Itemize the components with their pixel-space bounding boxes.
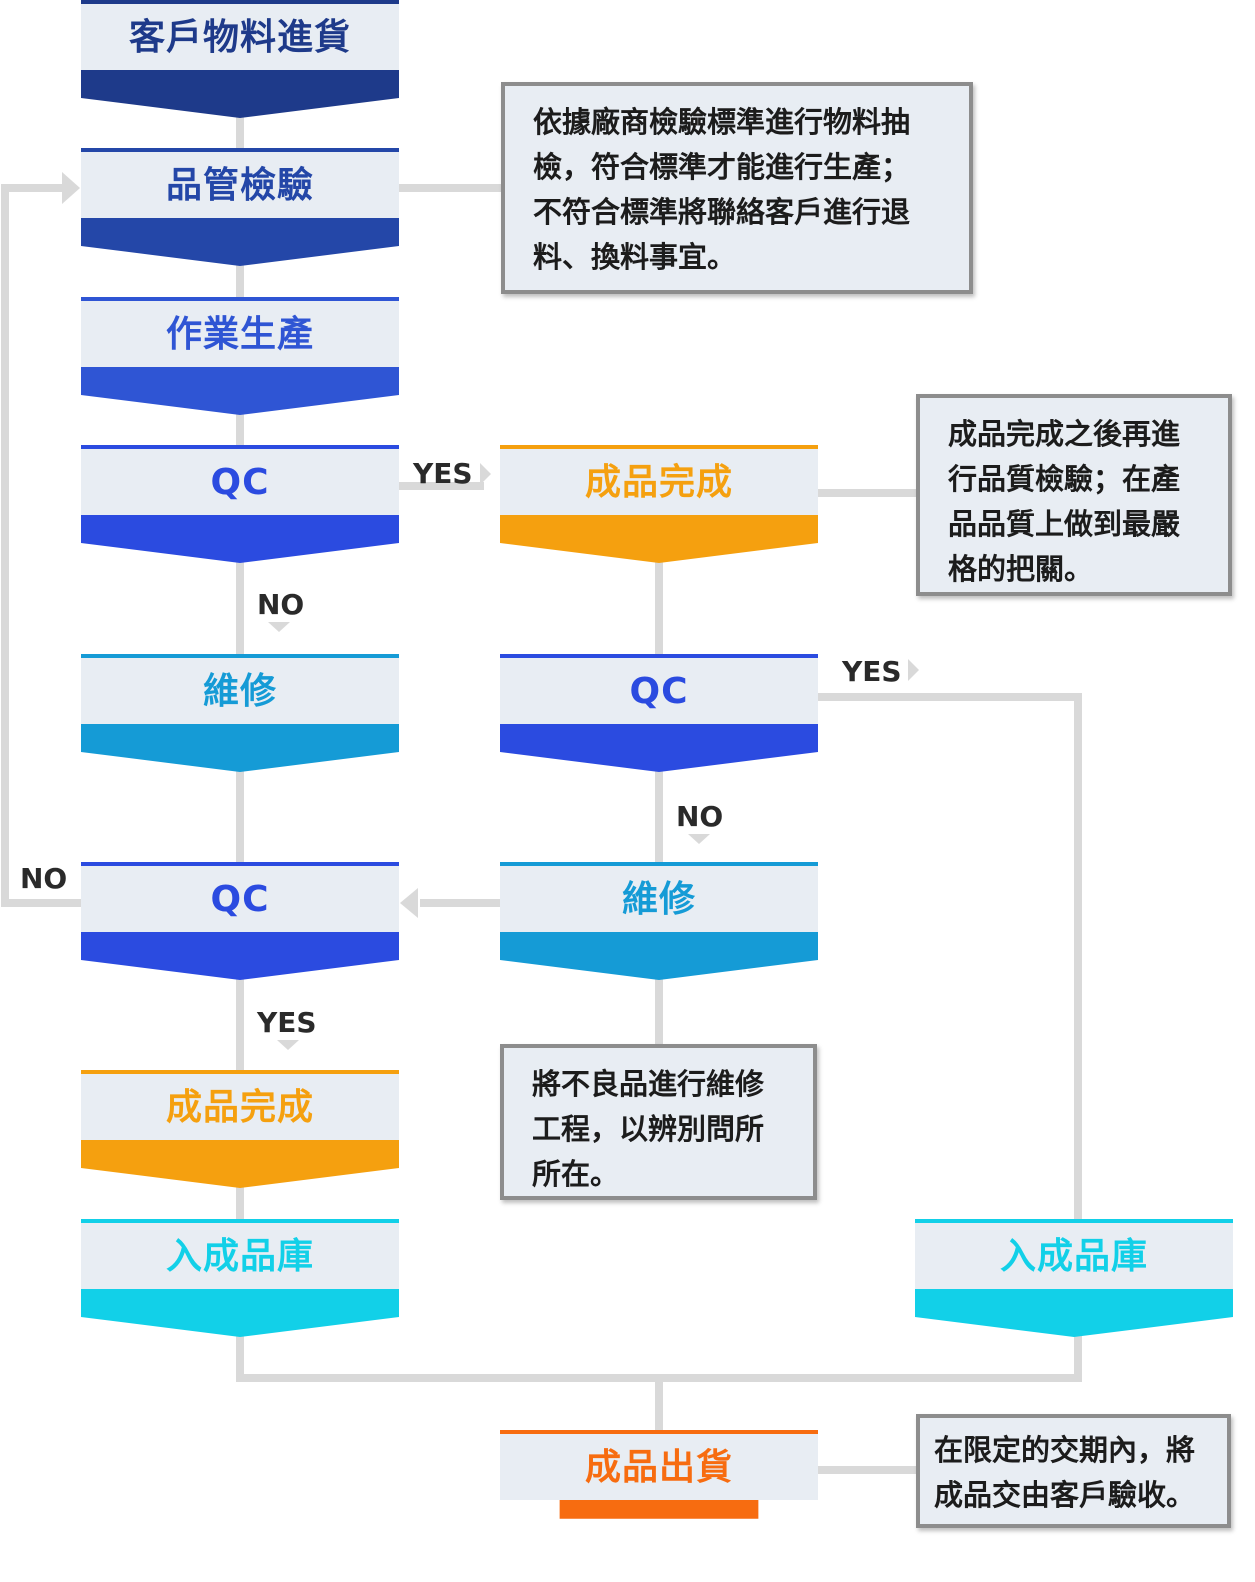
- step-topline: [81, 0, 399, 4]
- step-panel: [81, 148, 399, 218]
- step-panel: [81, 862, 399, 932]
- step-inspection: 品管檢驗: [81, 148, 399, 266]
- step-warehouse-1: 入成品庫: [81, 1219, 399, 1337]
- note-repair: 將不良品進行維修 工程，以辨別問所 所在。: [500, 1044, 817, 1200]
- step-repair-1: 維修: [81, 654, 399, 772]
- step-label: 客戶物料進貨: [128, 17, 351, 58]
- step-panel: [81, 654, 399, 724]
- step-topline: [500, 445, 818, 449]
- step-qc-3: QC: [81, 862, 399, 980]
- step-topline: [81, 1219, 399, 1223]
- step-label: 維修: [202, 671, 277, 712]
- note-line: 料、換料事宜。: [533, 240, 737, 274]
- step-production: 作業生產: [81, 297, 399, 415]
- chevron-down-icon: [81, 515, 399, 563]
- step-topline: [500, 1430, 818, 1434]
- label-qc1-yes: YES: [413, 457, 473, 490]
- note-line: 成品交由客戶驗收。: [934, 1478, 1196, 1512]
- step-label: 成品完成: [584, 462, 733, 503]
- step-label: QC: [210, 879, 270, 920]
- step-shipping: 成品出貨: [500, 1430, 818, 1530]
- step-label: QC: [210, 462, 270, 503]
- note-line: 工程，以辨別問所: [532, 1112, 765, 1146]
- step-panel: [500, 862, 818, 932]
- chevron-down-icon: [81, 932, 399, 980]
- note-line: 成品完成之後再進: [948, 417, 1181, 451]
- label-qc1-no: NO: [257, 588, 305, 621]
- step-panel: [915, 1219, 1233, 1289]
- step-warehouse-2: 入成品庫: [915, 1219, 1233, 1337]
- step-label: 維修: [621, 879, 696, 920]
- note-quality: 成品完成之後再進 行品質檢驗；在產 品品質上做到最嚴 格的把關。: [916, 394, 1232, 596]
- note-line: 格的把關。: [948, 552, 1094, 586]
- step-label: QC: [629, 671, 689, 712]
- step-done-1: 成品完成: [500, 445, 818, 563]
- chevron-down-icon: [81, 367, 399, 415]
- step-topline: [81, 297, 399, 301]
- note-line: 品品質上做到最嚴: [948, 507, 1181, 541]
- step-topline: [81, 862, 399, 866]
- label-qc2-yes: YES: [842, 655, 902, 688]
- chevron-down-icon: [81, 218, 399, 266]
- chevron-down-icon: [81, 1140, 399, 1188]
- step-panel: [81, 0, 399, 70]
- step-topline: [500, 654, 818, 658]
- chevron-down-icon: [559, 1500, 759, 1519]
- step-panel: [500, 654, 818, 724]
- step-topline: [81, 654, 399, 658]
- step-topline: [81, 148, 399, 152]
- note-shipping: 在限定的交期內，將 成品交由客戶驗收。: [916, 1414, 1231, 1528]
- step-incoming: 客戶物料進貨: [81, 0, 399, 118]
- step-qc-1: QC: [81, 445, 399, 563]
- chevron-down-icon: [915, 1289, 1233, 1337]
- step-label: 入成品庫: [999, 1236, 1148, 1277]
- step-topline: [81, 1070, 399, 1074]
- step-topline: [81, 445, 399, 449]
- step-panel: [81, 445, 399, 515]
- step-label: 作業生產: [165, 314, 314, 355]
- step-label: 品管檢驗: [165, 165, 314, 206]
- step-panel: [81, 1070, 399, 1140]
- step-topline: [915, 1219, 1233, 1223]
- note-inspection: 依據廠商檢驗標準進行物料抽 檢，符合標準才能進行生產； 不符合標準將聯絡客戶進行…: [501, 82, 973, 294]
- step-qc-2: QC: [500, 654, 818, 772]
- note-line: 檢，符合標準才能進行生產；: [533, 150, 911, 184]
- step-panel: [500, 445, 818, 515]
- step-panel: [500, 1430, 818, 1500]
- note-line: 將不良品進行維修: [532, 1067, 765, 1101]
- step-label: 入成品庫: [165, 1236, 314, 1277]
- step-panel: [81, 297, 399, 367]
- chevron-down-icon: [500, 724, 818, 772]
- note-line: 依據廠商檢驗標準進行物料抽: [533, 105, 911, 139]
- note-line: 行品質檢驗；在產: [948, 462, 1181, 496]
- step-repair-2: 維修: [500, 862, 818, 980]
- chevron-down-icon: [81, 724, 399, 772]
- note-line: 所在。: [532, 1157, 620, 1191]
- chevron-down-icon: [81, 1289, 399, 1337]
- step-panel: [81, 1219, 399, 1289]
- step-done-2: 成品完成: [81, 1070, 399, 1188]
- chevron-down-icon: [500, 515, 818, 563]
- step-label: 成品出貨: [584, 1447, 733, 1488]
- label-qc3-yes: YES: [257, 1006, 317, 1039]
- step-topline: [500, 862, 818, 866]
- label-qc2-no: NO: [676, 800, 724, 833]
- label-qc3-no: NO: [20, 862, 68, 895]
- note-line: 不符合標準將聯絡客戶進行退: [533, 195, 911, 229]
- chevron-down-icon: [500, 932, 818, 980]
- chevron-down-icon: [81, 70, 399, 118]
- note-line: 在限定的交期內，將: [934, 1433, 1196, 1467]
- step-label: 成品完成: [165, 1087, 314, 1128]
